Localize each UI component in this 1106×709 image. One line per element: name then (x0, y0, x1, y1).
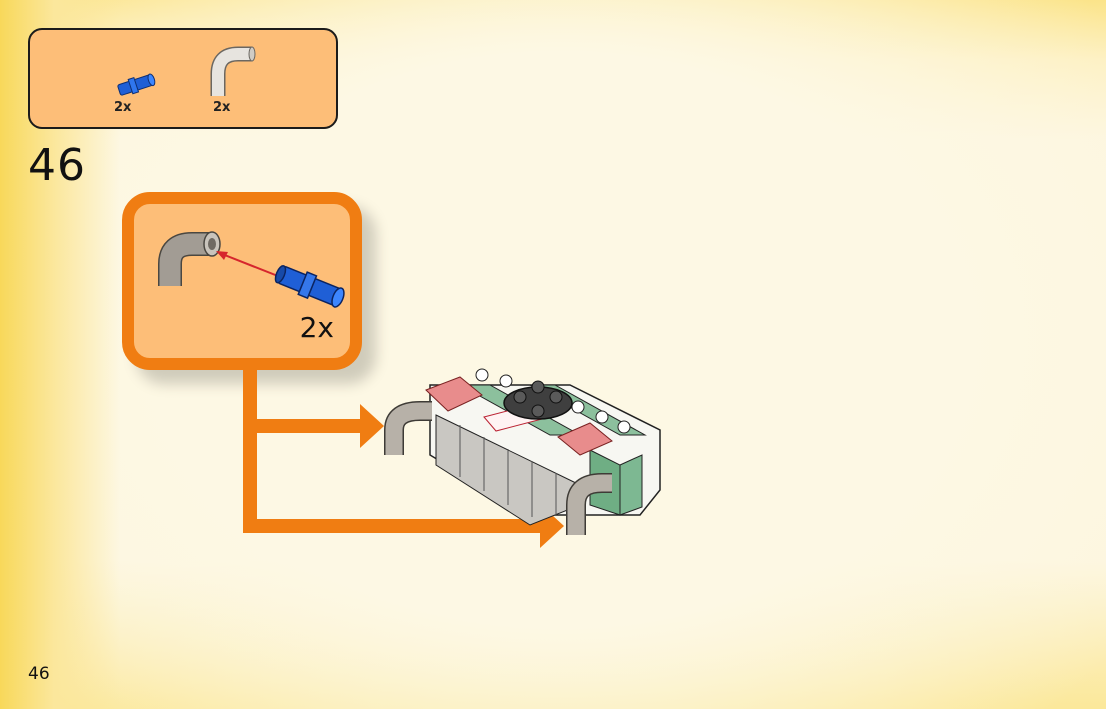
parts-list-box: 2x 2x (28, 28, 338, 129)
sub-assembly-callout: 2x (122, 192, 362, 370)
part-qty-label: 2x (114, 100, 132, 115)
callout-qty-label: 2x (299, 311, 334, 344)
blue-axle-pin-icon (274, 265, 345, 308)
page-number: 46 (28, 664, 50, 684)
blue-axle-pin-icon (117, 73, 156, 96)
gray-curved-tube-icon (210, 46, 256, 96)
gray-curved-tube-icon (158, 231, 221, 286)
step-number: 46 (28, 140, 86, 191)
part-qty-label: 2x (213, 100, 231, 115)
model-assembly-illustration (384, 368, 661, 535)
